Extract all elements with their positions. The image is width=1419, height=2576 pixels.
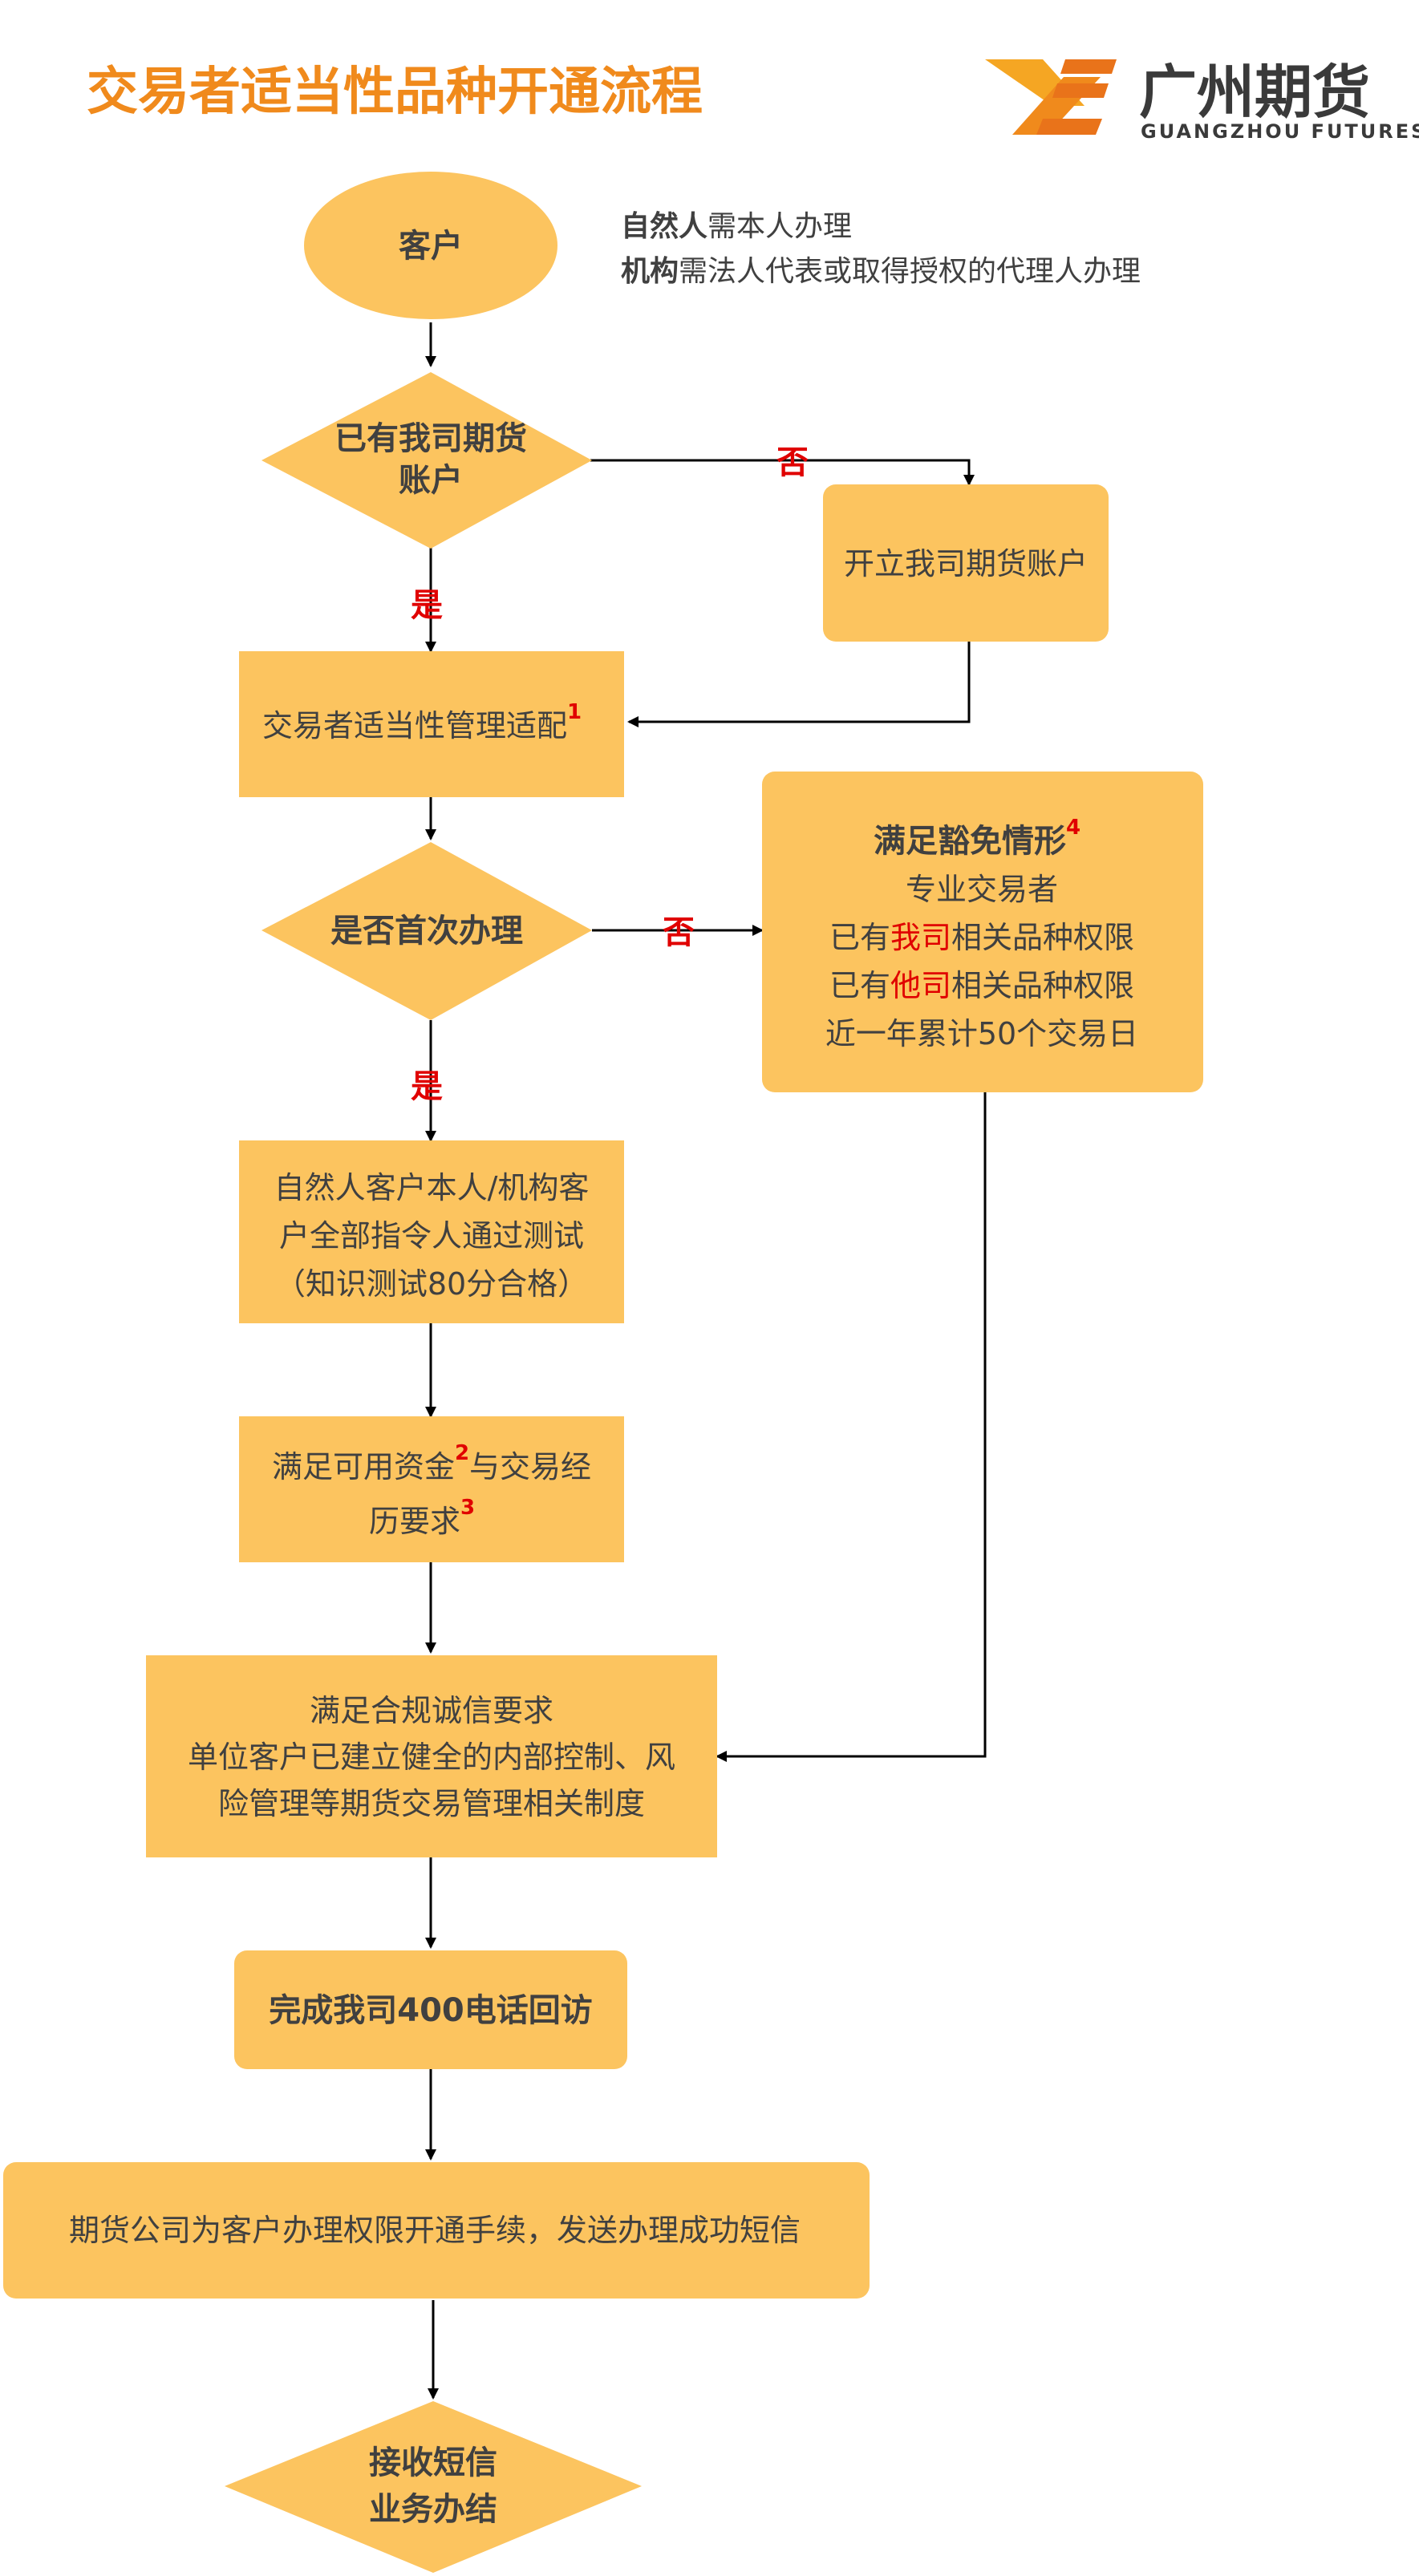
- node-exempt-line-3: 已有他司相关品种权限: [829, 968, 1134, 1003]
- node-funds-line-1: 满足可用资金2与交易经: [272, 1441, 591, 1484]
- node-customer: 客户: [304, 172, 557, 319]
- edge-exempt-to-compliance: [716, 1092, 987, 1762]
- node-has-account: 已有我司期货 账户: [262, 372, 592, 549]
- node-exempt-line-1: 专业交易者: [906, 872, 1058, 907]
- node-open-account-label: 开立我司期货账户: [844, 546, 1088, 581]
- node-exempt: 满足豁免情形4 专业交易者 已有我司相关品种权限 已有他司相关品种权限 近一年累…: [762, 772, 1203, 1092]
- logo-text-en: GUANGZHOU FUTURES: [1141, 120, 1419, 143]
- ye-logo-icon: [985, 59, 1117, 135]
- node-test-line-3: （知识测试80分合格）: [275, 1266, 588, 1302]
- node-exempt-line-4: 近一年累计50个交易日: [825, 1016, 1138, 1051]
- node-suitability: 交易者适当性管理适配1: [239, 651, 624, 797]
- node-compliance-line-1: 满足合规诚信要求: [310, 1693, 553, 1728]
- node-test: 自然人客户本人/机构客 户全部指令人通过测试 （知识测试80分合格）: [239, 1140, 624, 1323]
- node-compliance-line-3: 险管理等期货交易管理相关制度: [218, 1786, 645, 1821]
- node-funds-line-2: 历要求3: [369, 1496, 475, 1539]
- node-callback: 完成我司400电话回访: [234, 1950, 627, 2069]
- note-line-1: 自然人需本人办理: [621, 209, 852, 243]
- node-end-line-1: 接收短信: [369, 2444, 497, 2481]
- page-title: 交易者适当性品种开通流程: [87, 63, 703, 122]
- node-open-account: 开立我司期货账户: [823, 484, 1109, 642]
- node-exempt-line-2: 已有我司相关品种权限: [829, 920, 1134, 955]
- node-first-time: 是否首次办理: [262, 842, 592, 1020]
- node-process-label: 期货公司为客户办理权限开通手续，发送办理成功短信: [69, 2213, 801, 2248]
- node-funds: 满足可用资金2与交易经 历要求3: [239, 1416, 624, 1562]
- edge-open-to-suitability: [627, 642, 971, 727]
- node-test-line-2: 户全部指令人通过测试: [279, 1218, 584, 1254]
- node-test-line-1: 自然人客户本人/机构客: [274, 1170, 590, 1205]
- node-first-time-label: 是否首次办理: [330, 913, 523, 950]
- logo-text-cn: 广州期货: [1139, 59, 1370, 126]
- note-line-2: 机构需法人代表或取得授权的代理人办理: [621, 255, 1141, 288]
- node-end: 接收短信 业务办结: [225, 2401, 642, 2573]
- node-compliance-line-2: 单位客户已建立健全的内部控制、风: [188, 1740, 675, 1775]
- node-customer-label: 客户: [399, 228, 463, 265]
- node-compliance: 满足合规诚信要求 单位客户已建立健全的内部控制、风 险管理等期货交易管理相关制度: [146, 1655, 717, 1857]
- edge-label-no-2: 否: [663, 914, 695, 951]
- edge-label-no-1: 否: [776, 444, 809, 481]
- node-process: 期货公司为客户办理权限开通手续，发送办理成功短信: [3, 2162, 870, 2299]
- edge-account-no: [590, 459, 975, 486]
- node-has-account-line-2: 账户: [399, 462, 463, 499]
- node-end-line-2: 业务办结: [369, 2491, 497, 2528]
- node-suitability-label: 交易者适当性管理适配1: [262, 700, 582, 743]
- edge-label-yes-2: 是: [411, 1068, 443, 1105]
- edges: [425, 322, 987, 2400]
- node-exempt-title: 满足豁免情形4: [874, 816, 1080, 860]
- node-callback-label: 完成我司400电话回访: [269, 1992, 593, 2029]
- edge-label-yes-1: 是: [411, 587, 443, 624]
- node-has-account-line-1: 已有我司期货: [334, 420, 527, 457]
